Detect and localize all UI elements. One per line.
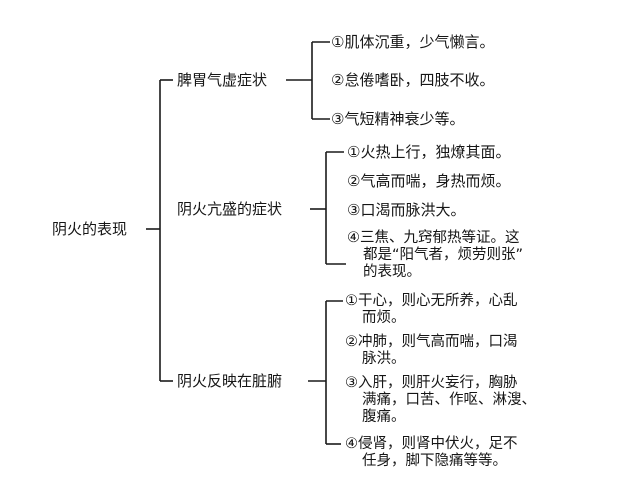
branch2-item-3: ③口渴而脉洪大。 (347, 201, 466, 219)
branch3-title: 阴火反映在脏腑 (177, 372, 283, 390)
branch1-item-2: ②怠倦嗜卧，四肢不收。 (331, 71, 495, 89)
root-label: 阴火的表现 (52, 220, 128, 238)
branch3-item-3-line-2: 满痛，口苦、作呕、淋溲、 (362, 392, 536, 408)
branch2-item-4-line-2: 都是“阳气者，烦劳则张” (363, 247, 524, 263)
branch3-item-4-line-2: 任身，脚下隐痛等等。 (362, 453, 507, 469)
branch2-item-2: ②气高而喘，身热而烦。 (347, 172, 511, 190)
branch3-item-4-line-1: ④侵肾，则肾中伏火，足不 (345, 436, 518, 452)
branch1-title: 脾胃气虚症状 (177, 71, 268, 89)
branch2-item-4-line-1: ④三焦、九窍郁热等证。这 (347, 230, 520, 246)
branch2-title: 阴火亢盛的症状 (177, 200, 283, 218)
branch3-item-2-line-2: 脉洪。 (362, 351, 406, 367)
branch2-item-4-line-3: 的表现。 (363, 264, 421, 280)
branch3-item-3-line-1: ③入肝，则肝火妄行，胸胁 (345, 375, 518, 391)
branch3-item-3-line-3: 腹痛。 (362, 409, 406, 425)
branch1-item-1: ①肌体沉重，少气懒言。 (331, 33, 495, 51)
branch3-item-2-line-1: ②冲肺，则气高而喘，口渴 (345, 334, 518, 350)
branch1-item-3: ③气短精神衰少等。 (331, 110, 465, 128)
branch3-item-1-line-1: ①干心，则心无所养，心乱 (345, 293, 518, 309)
branch3-item-1-line-2: 而烦。 (362, 310, 406, 326)
branch2-item-1: ①火热上行，独燎其面。 (347, 143, 511, 161)
